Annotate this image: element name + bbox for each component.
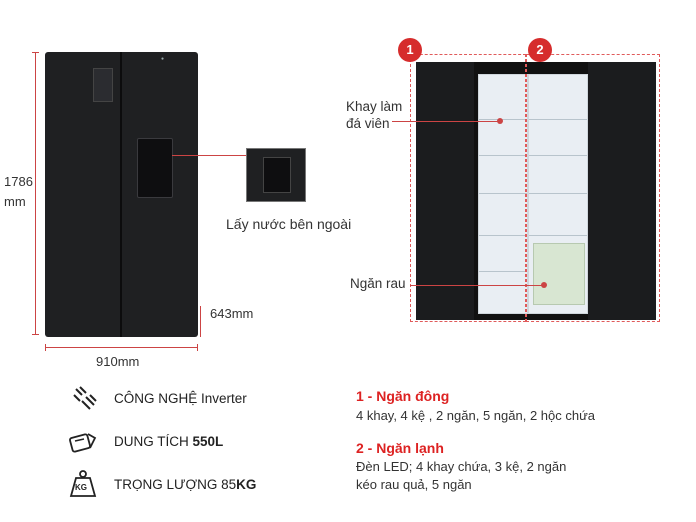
- shelf: [529, 235, 587, 236]
- weight-kg-icon: KG: [68, 469, 98, 499]
- feature-inverter-text: CÔNG NGHỆ Inverter: [114, 391, 247, 406]
- capacity-icon: [68, 428, 97, 454]
- weight-unit: KG: [236, 477, 257, 492]
- shelf: [479, 235, 527, 236]
- freezer-door: [416, 62, 474, 320]
- veg-drawer-label: Ngăn rau: [350, 276, 406, 291]
- spec-fridge-line-2: kéo rau quả, 5 ngăn: [356, 477, 472, 492]
- ice-tray-label: Khay làm đá viên: [346, 99, 403, 131]
- height-label: 1786 mm: [4, 174, 33, 209]
- fridge-door: [588, 62, 656, 320]
- control-panel: [93, 68, 113, 102]
- veg-leader: [410, 285, 544, 286]
- brand-logo: ●: [161, 56, 165, 62]
- spec-fridge-line-1: Đèn LED; 4 khay chứa, 3 kệ, 2 ngăn: [356, 459, 567, 474]
- weight-prefix: TRỌNG LƯỢNG 85: [114, 477, 237, 492]
- feature-capacity-text: DUNG TÍCH 550L: [114, 434, 223, 449]
- freezer-zone-outline: [410, 54, 526, 322]
- fridge-zone-outline: [526, 54, 660, 322]
- ice-tray-marker: [497, 118, 503, 124]
- vegetable-drawer: [533, 243, 585, 305]
- door-split: [120, 52, 122, 337]
- fridge-front-image: ●: [45, 52, 198, 337]
- shelf: [479, 271, 527, 272]
- shelf: [529, 155, 587, 156]
- water-dispenser: [137, 138, 173, 198]
- freezer-compartment: [478, 74, 528, 314]
- shelf: [479, 193, 527, 194]
- width-label: 910mm: [96, 354, 140, 369]
- dispenser-leader-line: [172, 155, 246, 156]
- base-dimension-line: [200, 306, 201, 337]
- spec-freezer-line: 4 khay, 4 kệ , 2 ngăn, 5 ngăn, 2 hộc chứ…: [356, 408, 596, 423]
- feature-weight-text: TRỌNG LƯỢNG 85KG: [114, 477, 256, 492]
- zone-1-badge: 1: [398, 38, 422, 62]
- dispenser-caption: Lấy nước bên ngoài: [226, 216, 352, 232]
- shelf: [479, 119, 527, 120]
- width-dimension-line: [45, 344, 198, 351]
- spec-freezer-title: 1 - Ngăn đông: [356, 388, 450, 404]
- shelf: [529, 193, 587, 194]
- fridge-compartment: [528, 74, 588, 314]
- shelf: [479, 155, 527, 156]
- dispenser-zoom-image: [246, 148, 306, 202]
- spec-fridge-title: 2 - Ngăn lạnh: [356, 440, 444, 456]
- zone-2-badge: 2: [528, 38, 552, 62]
- base-label: 643mm: [210, 306, 254, 321]
- ice-tray-leader: [392, 121, 500, 122]
- shelf: [529, 119, 587, 120]
- veg-marker: [541, 282, 547, 288]
- inverter-icon: [72, 385, 98, 411]
- height-dimension-line: [32, 52, 39, 335]
- kg-icon-text: KG: [75, 483, 87, 492]
- dispenser-closeup: [263, 157, 291, 193]
- capacity-value: 550L: [192, 434, 224, 449]
- capacity-prefix: DUNG TÍCH: [114, 434, 193, 449]
